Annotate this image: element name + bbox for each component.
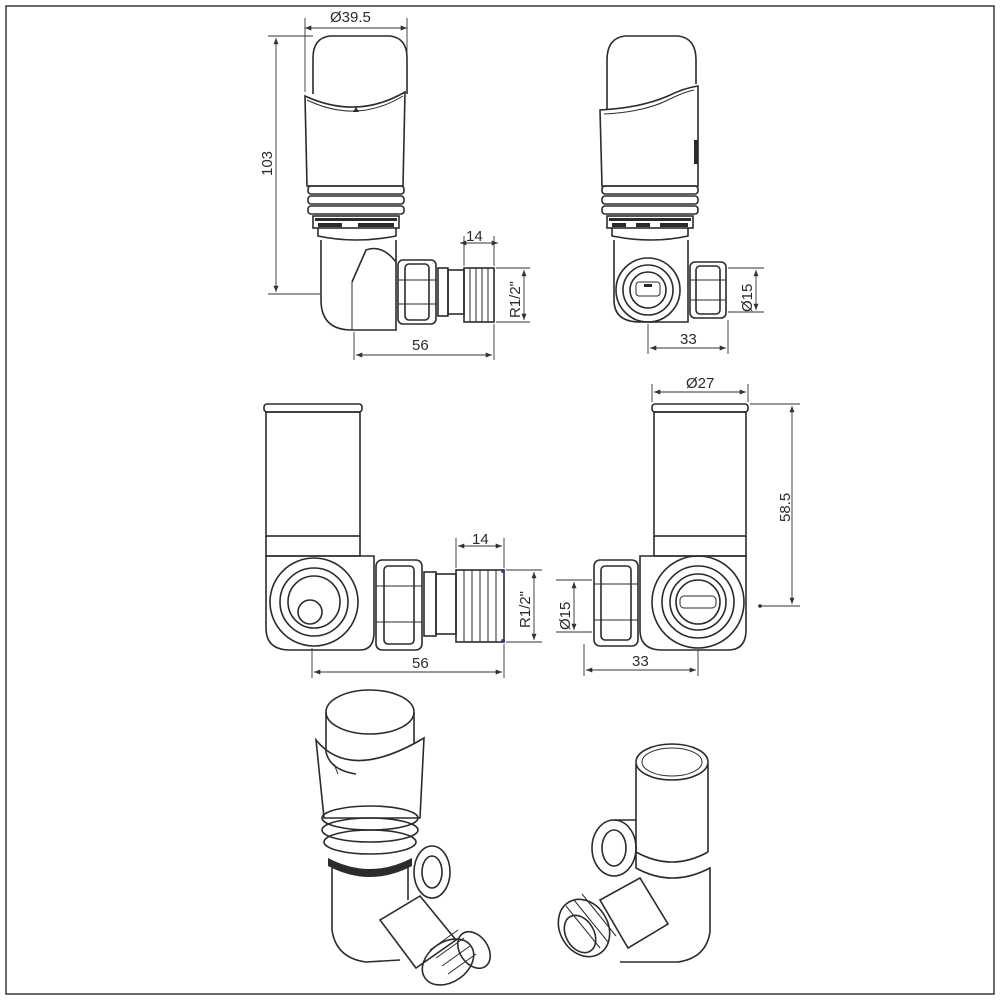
- dim-thread-len-14: 14: [466, 228, 483, 245]
- knurl-ring: [315, 218, 397, 227]
- dim-width-56-mid: 56: [412, 655, 429, 672]
- dim-width-33-mid: 33: [632, 653, 649, 670]
- dim-pipe-15-top: Ø15: [739, 284, 756, 312]
- dim-height-103: 103: [259, 151, 276, 176]
- view-3d-thermostatic: [314, 689, 492, 986]
- view-3d-manual: [557, 743, 711, 963]
- sheet-border: [5, 5, 995, 995]
- view-thermostatic-front: Ø39.5 103 14 R1/2" 56: [259, 9, 530, 360]
- dim-thread-len-14-mid: 14: [472, 531, 489, 548]
- dim-thread-r12: R1/2": [507, 281, 524, 318]
- dim-width-33-top: 33: [680, 331, 697, 348]
- thread-lines-3d-right: [565, 893, 617, 949]
- view-manual-side: Ø27 58.5 Ø15 33: [556, 375, 800, 676]
- dim-diameter-39-5: Ø39.5: [330, 9, 371, 26]
- dim-thread-r12-mid: R1/2": [517, 591, 534, 628]
- dim-pipe-15-mid: Ø15: [557, 602, 574, 630]
- view-manual-front: 14 R1/2" 56: [263, 403, 542, 678]
- view-thermostatic-side: Ø15 33: [599, 35, 764, 354]
- dim-height-58-5: 58.5: [777, 493, 794, 522]
- dim-width-56: 56: [412, 337, 429, 354]
- thread-lines: [469, 268, 489, 322]
- thread-lines-3d: [429, 929, 477, 975]
- dim-diameter-27: Ø27: [686, 375, 714, 392]
- thread-lines-mid: [463, 570, 497, 642]
